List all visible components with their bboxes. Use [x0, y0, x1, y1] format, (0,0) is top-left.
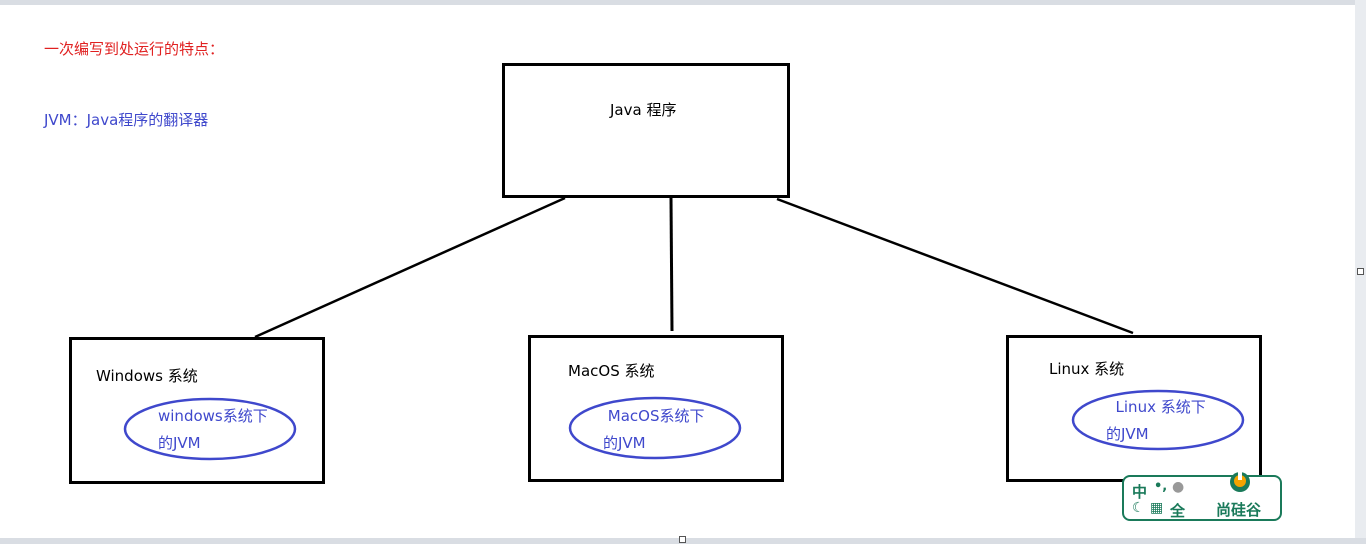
windows-box: Windows 系统: [69, 337, 325, 484]
ime-status-badge[interactable]: 中 •, ● ☾ ▦ 全 尚硅谷: [1122, 471, 1282, 521]
linux-jvm-ellipse: [1071, 389, 1245, 451]
jvm-note: JVM：Java程序的翻译器: [44, 111, 209, 129]
brand-logo-icon: [1230, 471, 1250, 492]
keyboard-icon[interactable]: ▦: [1150, 500, 1164, 516]
connector-windows: [254, 196, 566, 339]
resize-handle-bottom[interactable]: [679, 536, 686, 543]
brand-name: 尚硅谷: [1216, 501, 1262, 519]
macos-jvm-text: MacOS系统下 的JVM: [603, 407, 705, 452]
user-icon[interactable]: ●: [1172, 479, 1185, 495]
linux-box: Linux 系统: [1006, 335, 1262, 482]
windows-jvm-text: windows系统下 的JVM: [158, 407, 268, 452]
punctuation-icon[interactable]: •,: [1154, 479, 1168, 494]
connector-linux: [776, 197, 1134, 335]
linux-jvm-text: Linux 系统下 的JVM: [1106, 398, 1206, 443]
window-frame-top: [0, 0, 1366, 5]
java-program-box: Java 程序: [502, 63, 790, 198]
feature-note: 一次编写到处运行的特点：: [44, 40, 225, 58]
moon-icon[interactable]: ☾: [1132, 500, 1145, 516]
resize-handle-right[interactable]: [1357, 268, 1364, 275]
fullwidth-label[interactable]: 全: [1170, 502, 1186, 520]
ime-mode-label[interactable]: 中: [1132, 483, 1148, 501]
macos-label: MacOS 系统: [568, 362, 655, 380]
macos-jvm-ellipse: [568, 396, 742, 460]
linux-label: Linux 系统: [1049, 360, 1125, 378]
java-program-label: Java 程序: [610, 101, 677, 119]
windows-label: Windows 系统: [96, 367, 198, 385]
connector-macos: [669, 197, 674, 332]
windows-jvm-ellipse: [123, 397, 297, 461]
